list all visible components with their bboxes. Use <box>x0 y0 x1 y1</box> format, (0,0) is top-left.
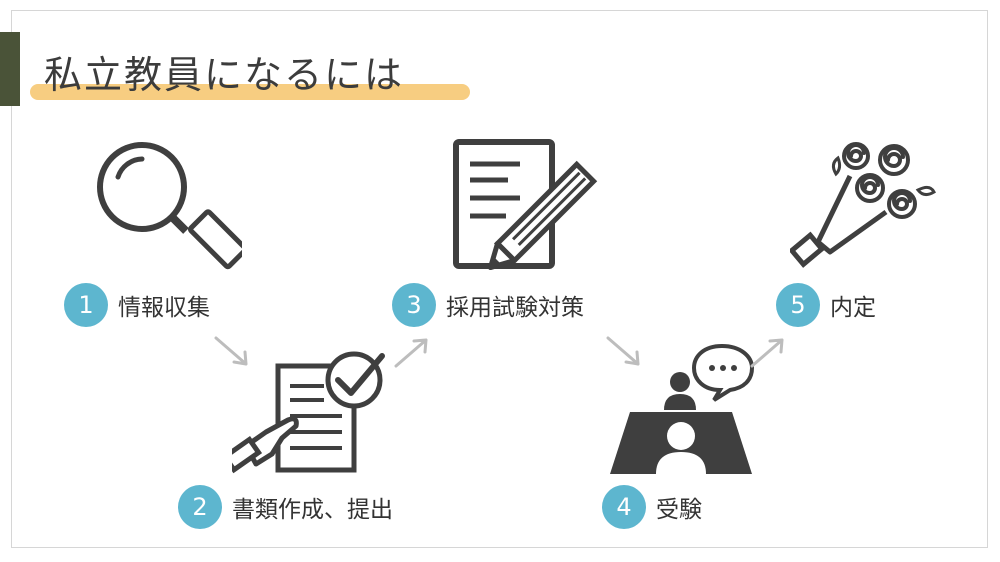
step-number-badge: 3 <box>392 283 436 327</box>
arrow-step4-to-step5 <box>750 338 784 368</box>
bouquet-icon <box>790 142 936 268</box>
arrow-step2-to-step3 <box>394 338 428 368</box>
arrow-step1-to-step2 <box>214 336 248 366</box>
step-number-badge: 1 <box>64 283 108 327</box>
step-label: 内定 <box>830 295 876 321</box>
step-5: 5 内定 <box>776 283 876 327</box>
step-label: 書類作成、提出 <box>232 497 393 523</box>
magnifier-icon <box>97 142 242 270</box>
step-label: 受験 <box>656 497 702 523</box>
step-1: 1 情報収集 <box>64 283 210 327</box>
arrow-step3-to-step4 <box>606 336 640 366</box>
notepad-pencil-icon <box>453 139 598 271</box>
step-2: 2 書類作成、提出 <box>178 485 393 529</box>
page-title: 私立教員になるには <box>44 53 405 97</box>
step-label: 採用試験対策 <box>446 295 584 321</box>
step-number-badge: 4 <box>602 485 646 529</box>
document-check-icon <box>232 351 385 474</box>
step-number-badge: 5 <box>776 283 820 327</box>
accent-bar <box>0 32 20 106</box>
step-3: 3 採用試験対策 <box>392 283 584 327</box>
step-4: 4 受験 <box>602 485 702 529</box>
interview-icon <box>610 343 755 474</box>
step-label: 情報収集 <box>118 295 210 321</box>
title-highlight <box>30 84 470 100</box>
step-number-badge: 2 <box>178 485 222 529</box>
